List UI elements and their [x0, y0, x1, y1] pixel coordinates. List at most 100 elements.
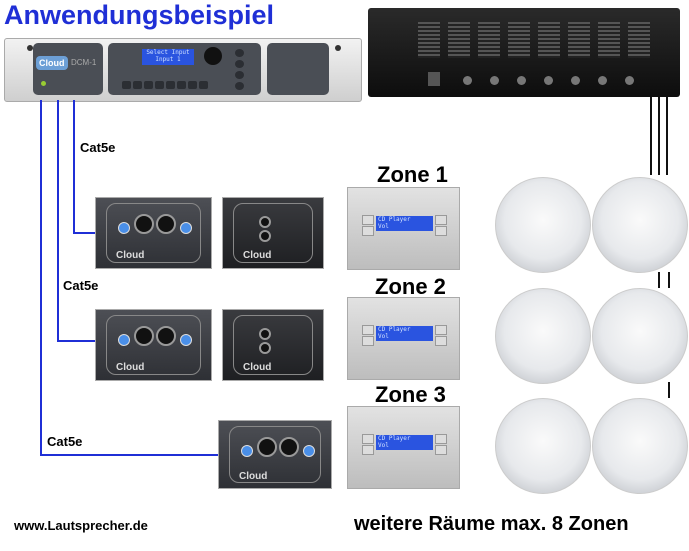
cable-line	[57, 340, 95, 342]
menu-button[interactable]	[235, 82, 244, 90]
music-input-plate: Cloud	[222, 309, 324, 381]
dcm-status-panel	[267, 43, 329, 95]
cable-line	[57, 100, 59, 342]
menu-button[interactable]	[235, 71, 244, 79]
input-button-7[interactable]	[188, 81, 197, 89]
lcd-line-1: CD Player	[378, 435, 411, 442]
speaker-cable	[650, 97, 652, 175]
gain-knob[interactable]	[303, 445, 315, 457]
vent	[628, 22, 650, 58]
dcm1-zone-mixer: Cloud DCM-1 Select Input Input 1	[4, 38, 362, 102]
input-button-8[interactable]	[199, 81, 208, 89]
panel-button[interactable]	[362, 336, 374, 346]
panel-button[interactable]	[435, 434, 447, 444]
input-button-2[interactable]	[133, 81, 142, 89]
diagram-title: Anwendungsbeispiel	[4, 0, 275, 30]
plate-border	[229, 426, 321, 483]
panel-button[interactable]	[435, 325, 447, 335]
xlr-socket	[134, 214, 154, 234]
vent	[418, 22, 440, 58]
vent	[568, 22, 590, 58]
panel-button[interactable]	[362, 325, 374, 335]
cloud-logo: Cloud	[116, 250, 145, 261]
volume-knob[interactable]	[544, 76, 553, 85]
panel-button[interactable]	[435, 445, 447, 455]
input-button-3[interactable]	[144, 81, 153, 89]
jack-socket	[259, 230, 271, 242]
gain-knob[interactable]	[118, 334, 130, 346]
panel-button[interactable]	[435, 226, 447, 236]
gain-knob[interactable]	[118, 222, 130, 234]
panel-button[interactable]	[435, 336, 447, 346]
input-button-6[interactable]	[177, 81, 186, 89]
input-button-5[interactable]	[166, 81, 175, 89]
plate-border	[233, 315, 313, 375]
zones-note: weitere Räume max. 8 Zonen	[354, 513, 629, 535]
speaker-cable	[658, 97, 660, 175]
cable-label: Cat5e	[63, 278, 99, 293]
rack-screw	[335, 45, 341, 51]
menu-button[interactable]	[235, 60, 244, 68]
cloud-logo: Cloud	[243, 250, 272, 261]
volume-knob[interactable]	[463, 76, 472, 85]
panel-button[interactable]	[362, 226, 374, 236]
rack-screw	[27, 45, 33, 51]
input-button-4[interactable]	[155, 81, 164, 89]
xlr-socket	[134, 326, 154, 346]
gain-knob[interactable]	[180, 222, 192, 234]
lcd-line-2: Vol	[378, 333, 389, 340]
cable-label: Cat5e	[47, 434, 83, 449]
cable-label: Cat5e	[80, 140, 116, 155]
speaker-cable	[666, 97, 668, 175]
speaker-cable	[668, 272, 670, 288]
speaker-cable	[658, 272, 660, 288]
menu-button[interactable]	[235, 49, 244, 57]
volume-knob[interactable]	[490, 76, 499, 85]
plate-border	[106, 315, 201, 375]
panel-button[interactable]	[362, 215, 374, 225]
rotary-encoder[interactable]	[204, 47, 222, 65]
lcd-line-2: Vol	[378, 442, 389, 449]
lcd-line-2: Vol	[378, 223, 389, 230]
panel-button[interactable]	[362, 434, 374, 444]
zone-label: Zone 3	[375, 382, 446, 407]
volume-knob[interactable]	[598, 76, 607, 85]
lcd-line-1: Select Input	[146, 49, 190, 56]
zone-label: Zone 2	[375, 274, 446, 299]
mic-input-plate: Cloud	[95, 197, 212, 269]
cable-line	[40, 454, 218, 456]
panel-button[interactable]	[362, 445, 374, 455]
lcd-line-1: CD Player	[378, 216, 411, 223]
volume-knob[interactable]	[571, 76, 580, 85]
panel-button[interactable]	[435, 215, 447, 225]
xlr-socket	[156, 214, 176, 234]
ceiling-speaker	[592, 398, 688, 494]
lcd-line-1: CD Player	[378, 326, 411, 333]
zone-label: Zone 1	[377, 162, 448, 187]
dcm-left-panel: Cloud DCM-1	[33, 43, 103, 95]
gain-knob[interactable]	[241, 445, 253, 457]
cloud-logo: Cloud	[239, 471, 268, 482]
jack-socket	[259, 328, 271, 340]
ceiling-speaker	[592, 288, 688, 384]
vent	[478, 22, 500, 58]
jack-socket	[259, 216, 271, 228]
gain-knob[interactable]	[180, 334, 192, 346]
ceiling-speaker	[592, 177, 688, 273]
volume-knob[interactable]	[517, 76, 526, 85]
plate-border	[233, 203, 313, 263]
lcd-line-2: Input 1	[155, 56, 181, 63]
vent	[598, 22, 620, 58]
volume-knob[interactable]	[625, 76, 634, 85]
power-led	[41, 81, 46, 86]
input-button-1[interactable]	[122, 81, 131, 89]
website-link[interactable]: www.Lautsprecher.de	[14, 518, 148, 533]
cloud-logo: Cloud	[116, 362, 145, 373]
power-switch[interactable]	[428, 72, 440, 86]
